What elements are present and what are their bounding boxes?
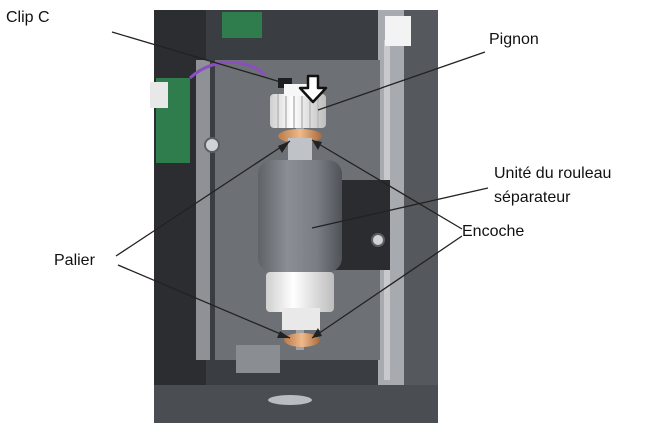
label-unite-rouleau-separateur: Unité du rouleau séparateur (494, 162, 611, 210)
lower-collar (266, 272, 334, 312)
bottom-hole (268, 395, 312, 405)
screw-left (204, 137, 220, 153)
leader-pignon (317, 51, 486, 111)
arrowhead-palier-lower (277, 331, 290, 338)
upper-bearing-body (288, 138, 312, 162)
leader-unite (311, 187, 489, 229)
purple-wire (188, 60, 267, 80)
white-connector-top (385, 16, 411, 46)
pcb-top (222, 12, 262, 38)
separation-roller (258, 160, 342, 272)
arrowhead-palier-upper (278, 141, 290, 153)
screw-right (371, 233, 385, 247)
arrowhead-encoche-upper (312, 140, 322, 150)
label-encoche: Encoche (462, 223, 525, 240)
leader-clip-c (111, 31, 285, 84)
connector-left (150, 82, 168, 108)
label-unite-line1: Unité du rouleau (494, 165, 612, 182)
leader-palier-lower (117, 264, 291, 339)
leader-lines (111, 31, 489, 339)
down-arrow-icon (298, 74, 328, 104)
right-rail-shadow (404, 10, 438, 423)
bottom-bracket (236, 345, 280, 373)
clip-c (278, 78, 292, 88)
label-unite-line2: séparateur (494, 189, 571, 206)
lower-bearing (284, 333, 320, 347)
leader-palier-upper (115, 140, 291, 257)
leader-encoche-upper (311, 139, 463, 230)
left-frame-edge (196, 60, 210, 360)
label-clip-c: Clip C (6, 9, 50, 26)
label-pignon: Pignon (489, 31, 539, 48)
lower-collar-neck (282, 308, 320, 330)
leader-encoche-lower (311, 235, 463, 339)
label-palier: Palier (54, 252, 95, 269)
arrowhead-encoche-lower (312, 328, 322, 338)
